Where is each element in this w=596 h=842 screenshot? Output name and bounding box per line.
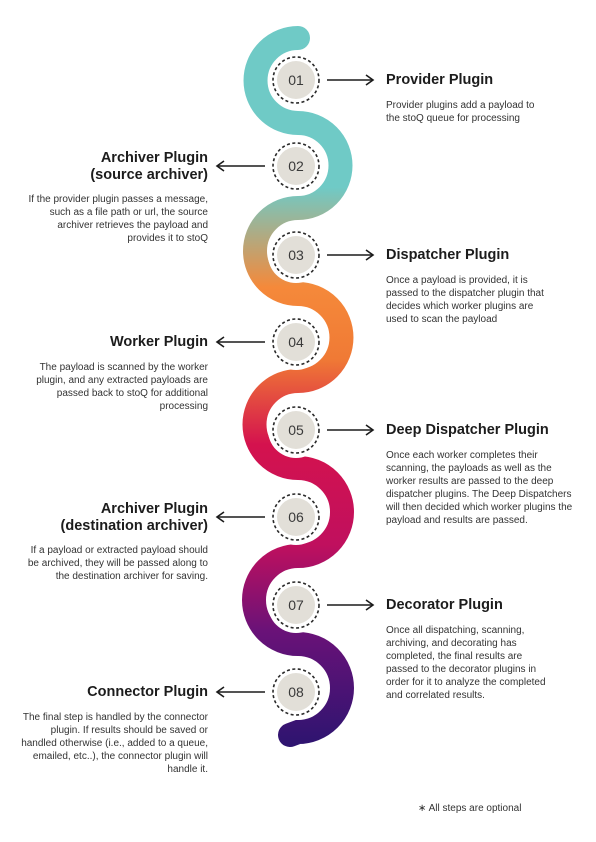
step-node-dashed-ring <box>272 56 320 104</box>
step-title: Deep Dispatcher Plugin <box>386 422 549 438</box>
arrow-right <box>327 74 375 86</box>
step-number: 07 <box>288 597 304 613</box>
step-node-fill <box>277 673 315 711</box>
step-description: Once all dispatching, scanning, archivin… <box>386 625 546 701</box>
step-title: Archiver Plugin (destination archiver) <box>60 501 208 534</box>
arrow-left <box>215 160 265 172</box>
arrow-left <box>215 686 265 698</box>
step-number: 08 <box>288 684 304 700</box>
step-node-07: 07 <box>268 577 324 633</box>
step-node-fill <box>277 586 315 624</box>
step-node-fill <box>277 411 315 449</box>
step-description: If the provider plugin passes a message,… <box>28 194 208 244</box>
step-description: Provider plugins add a payload to the st… <box>386 100 535 124</box>
step-number: 06 <box>288 509 304 525</box>
step-node-02: 02 <box>268 138 324 194</box>
step-node-04: 04 <box>268 314 324 370</box>
step-node-fill <box>277 498 315 536</box>
step-title: Provider Plugin <box>386 72 494 88</box>
step-node-fill <box>277 323 315 361</box>
footnote: ∗ All steps are optional <box>418 803 522 814</box>
step-description: The payload is scanned by the worker plu… <box>36 362 208 412</box>
step-node-fill <box>277 147 315 185</box>
step-number: 03 <box>288 247 304 263</box>
step-node-dashed-ring <box>272 142 320 190</box>
snake-path <box>242 26 354 747</box>
step-description: Once a payload is provided, it is passed… <box>386 275 544 325</box>
step-node-01: 01 <box>268 52 324 108</box>
step-title: Worker Plugin <box>109 334 208 350</box>
step-number: 02 <box>288 158 304 174</box>
step-title: Connector Plugin <box>87 684 208 700</box>
step-node-dashed-ring <box>272 581 320 629</box>
step-node-fill <box>277 236 315 274</box>
step-title: Archiver Plugin (source archiver) <box>90 150 208 183</box>
step-node-dashed-ring <box>272 668 320 716</box>
step-node-dashed-ring <box>272 231 320 279</box>
arrow-left <box>215 511 265 523</box>
arrow-left <box>215 336 265 348</box>
arrow-right <box>327 599 375 611</box>
step-number: 01 <box>288 72 304 88</box>
step-node-dashed-ring <box>272 493 320 541</box>
step-node-dashed-ring <box>272 318 320 366</box>
step-node-03: 03 <box>268 227 324 283</box>
step-description: If a payload or extracted payload should… <box>27 545 208 582</box>
step-description: Once each worker completes their scannin… <box>386 450 573 526</box>
step-title: Decorator Plugin <box>386 597 503 613</box>
step-description: The final step is handled by the connect… <box>21 712 208 775</box>
step-node-dashed-ring <box>272 406 320 454</box>
step-node-05: 05 <box>268 402 324 458</box>
arrow-right <box>327 424 375 436</box>
step-title: Dispatcher Plugin <box>386 247 510 263</box>
step-node-06: 06 <box>268 489 324 545</box>
step-node-08: 08 <box>268 664 324 720</box>
step-number: 04 <box>288 334 304 350</box>
step-node-fill <box>277 61 315 99</box>
arrow-right <box>327 249 375 261</box>
step-number: 05 <box>288 422 304 438</box>
